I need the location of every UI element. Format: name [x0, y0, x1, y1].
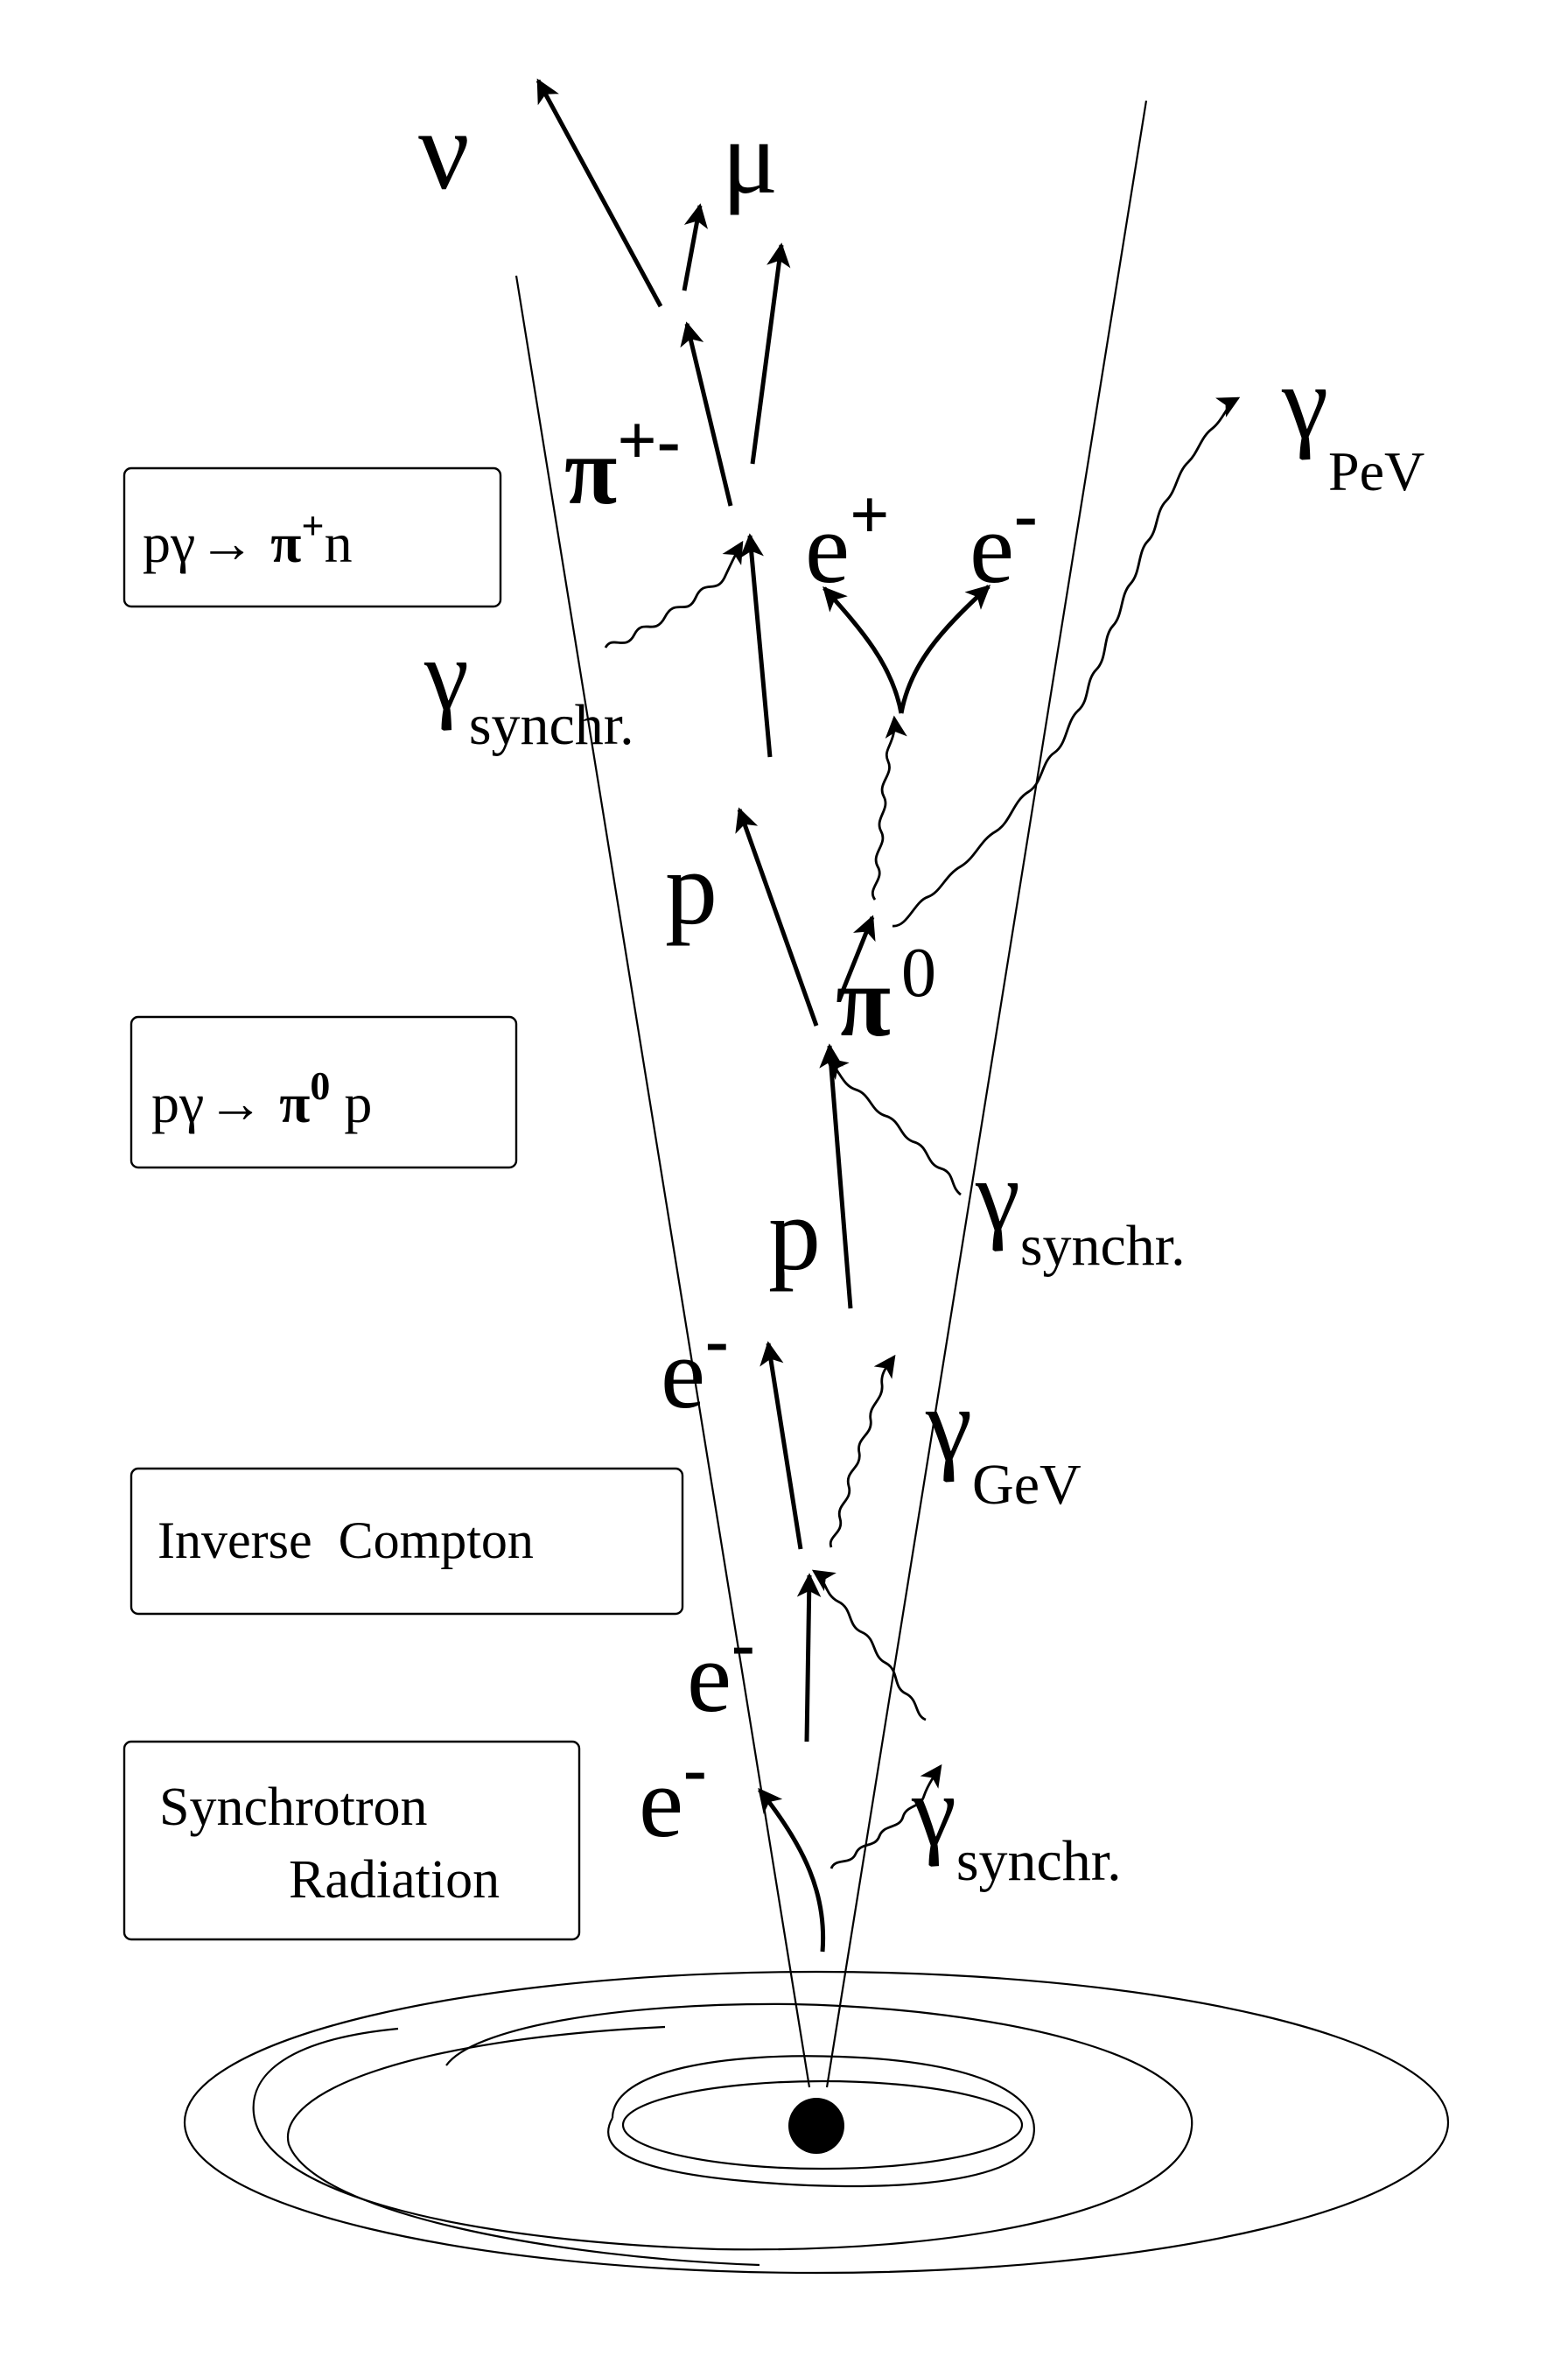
label-proton-upper: p	[665, 830, 718, 946]
label-electron-1: e-	[661, 1302, 729, 1429]
box2-suffix: p	[344, 1072, 372, 1134]
label-electron-3: e-	[639, 1731, 707, 1858]
box2-charge: 0	[310, 1063, 330, 1108]
box4-line1: Synchrotron	[159, 1778, 428, 1837]
box1-product: π	[270, 512, 301, 574]
neutrino-arrow	[536, 78, 663, 308]
black-hole-icon	[788, 2098, 844, 2154]
label-electron-pair: e-	[970, 477, 1038, 604]
gamma-synchr-low-wavy	[830, 1763, 942, 1869]
gamma-synchr-top-wavy	[604, 540, 744, 649]
label-muon: μ	[722, 99, 778, 215]
svg-text:pγ→π0p: pγ→ π0p	[151, 1063, 372, 1134]
electron-pair-arrow	[899, 585, 991, 714]
gamma-gev-wavy	[829, 1354, 896, 1548]
box2-product: π	[279, 1072, 310, 1134]
electron-before-ic-arrow	[796, 1573, 822, 1742]
accretion-disk-icon	[183, 1970, 1450, 2275]
pion-charged-decay-arrow	[750, 242, 791, 465]
box1-suffix: n	[325, 512, 353, 574]
label-positron: e+	[805, 477, 890, 604]
positron-arrow	[822, 585, 904, 714]
gamma-pair-wavy	[872, 715, 907, 901]
particle-arrows	[536, 78, 991, 1953]
box3-label: Inverse Compton	[158, 1511, 534, 1569]
label-gamma-pev: γPeV	[1281, 344, 1424, 502]
label-gamma-gev: γGeV	[925, 1366, 1082, 1517]
proton-lower-arrow	[819, 1043, 853, 1309]
box1-prefix: pγ	[143, 512, 195, 574]
box1-arrow: →	[199, 512, 255, 574]
label-electron-2: e-	[687, 1606, 755, 1733]
label-pion-charged: π+-	[564, 403, 681, 524]
label-gamma-synchr-low: γsynchr.	[911, 1756, 1122, 1893]
photon-lines	[604, 396, 1241, 1869]
box-inverse-compton: Inverse Compton	[130, 1467, 684, 1616]
synchrotron-electron-arrow	[758, 1787, 826, 1953]
label-neutrino: ν	[418, 88, 470, 214]
muon-arrow	[682, 203, 709, 291]
label-proton-lower: p	[768, 1175, 821, 1292]
svg-text:pγ→π+n: pγ→π+n	[143, 503, 353, 574]
box2-arrow: →	[207, 1072, 263, 1134]
gamma-pev-wavy	[892, 396, 1241, 928]
box2-prefix: pγ	[151, 1072, 204, 1134]
jet-cone-icon	[514, 100, 1148, 2088]
gamma-synchr-low-to-ic-wavy	[811, 1569, 927, 1721]
box4-line2: Radiation	[289, 1850, 500, 1910]
electron-after-ic-arrow	[760, 1341, 803, 1550]
pion-zero-arrow	[837, 915, 876, 999]
label-gamma-synchr-mid: γsynchr.	[975, 1140, 1186, 1278]
gamma-synchr-mid-wavy	[825, 1057, 962, 1196]
pion-charged-to-nu-mu	[680, 321, 733, 507]
proton-upper-arrow	[735, 807, 819, 1027]
box-charged-pion-production: pγ→π+n	[122, 466, 502, 608]
box-synchrotron-radiation: Synchrotron Radiation	[122, 1740, 581, 1941]
proton-to-pion-charged-arrow	[739, 533, 773, 758]
label-gamma-synchr-top: γsynchr.	[424, 620, 634, 757]
box1-charge: +	[301, 503, 324, 548]
